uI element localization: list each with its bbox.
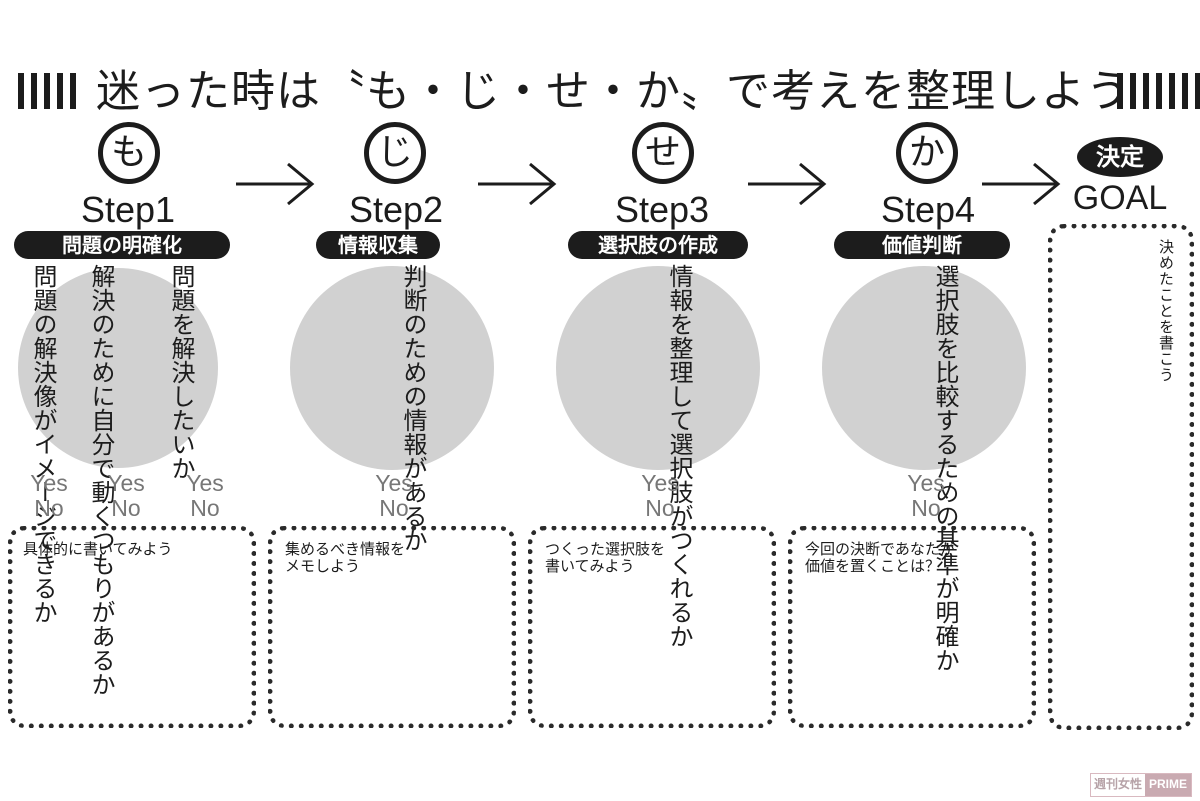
watermark-text-1: 週刊女性 [1091, 774, 1146, 796]
step1-answer-3: Yes No [175, 471, 235, 521]
step1-label: Step1 [80, 189, 176, 230]
yes-label: Yes [30, 470, 68, 496]
step4-memo-prompt: 今回の決断であなたが 価値を置くことは？ [805, 540, 955, 575]
arrow-right-icon [236, 162, 315, 206]
step1-question-2: 解決のために自分で動くつもりがあるか [87, 264, 115, 696]
no-label: No [190, 495, 220, 521]
watermark-logo: 週刊女性 PRIME [1090, 773, 1193, 797]
step4-label: Step4 [880, 189, 976, 230]
step1-memo-prompt: 具体的に書いてみよう [23, 540, 173, 558]
watermark-text-2: PRIME [1145, 774, 1192, 796]
step2-memo-box[interactable]: 集めるべき情報を メモしよう [268, 526, 516, 728]
step1-answer-1: Yes No [19, 471, 79, 521]
yes-label: Yes [186, 470, 224, 496]
step1-kana-badge: も [98, 122, 160, 184]
step4-answer: Yes No [896, 471, 956, 521]
step4-disc [822, 266, 1026, 470]
step2-kana-badge: じ [364, 122, 426, 184]
decision-badge: 決定 [1077, 137, 1163, 177]
arrow-right-icon [478, 162, 557, 206]
no-label: No [111, 495, 141, 521]
no-label: No [645, 495, 675, 521]
arrow-right-icon [748, 162, 827, 206]
yes-label: Yes [641, 470, 679, 496]
step2-label: Step2 [348, 189, 444, 230]
step4-heading: 価値判断 [834, 231, 1010, 259]
no-label: No [379, 495, 409, 521]
step1-heading: 問題の明確化 [14, 231, 230, 259]
step2-disc [290, 266, 494, 470]
goal-memo-prompt: 決めたことを書こう [1157, 239, 1175, 383]
yes-label: Yes [375, 470, 413, 496]
step3-memo-box[interactable]: つくった選択肢を 書いてみよう [528, 526, 776, 728]
step3-label: Step3 [614, 189, 710, 230]
step1-memo-box[interactable]: 具体的に書いてみよう [8, 526, 256, 728]
step3-memo-prompt: つくった選択肢を 書いてみよう [545, 540, 666, 575]
yes-label: Yes [107, 470, 145, 496]
step3-heading: 選択肢の作成 [568, 231, 748, 259]
page-title: 迷った時は〝も・じ・せ・か〟で考えを整理しよう [96, 66, 1131, 117]
step1-question-1: 問題を解決したいか [167, 264, 195, 480]
step4-question: 選択肢を比較するための基準が明確か [931, 264, 959, 672]
step3-answer: Yes No [630, 471, 690, 521]
yes-label: Yes [907, 470, 945, 496]
step1-disc [18, 268, 218, 468]
goal-memo-box[interactable]: 決めたことを書こう [1048, 224, 1194, 730]
title-bars-right [1117, 73, 1200, 109]
step3-kana-badge: せ [632, 122, 694, 184]
no-label: No [34, 495, 64, 521]
step4-memo-box[interactable]: 今回の決断であなたが 価値を置くことは？ [788, 526, 1036, 728]
step4-kana-badge: か [896, 122, 958, 184]
step2-memo-prompt: 集めるべき情報を メモしよう [285, 540, 406, 575]
arrow-right-icon [982, 162, 1061, 206]
step1-question-3: 問題の解決像がイメージできるか [29, 264, 57, 624]
title-bars-left [18, 73, 76, 109]
step2-answer: Yes No [364, 471, 424, 521]
no-label: No [911, 495, 941, 521]
step2-heading: 情報収集 [316, 231, 440, 259]
step2-question: 判断のための情報があるか [399, 264, 427, 552]
step3-disc [556, 266, 760, 470]
step3-question: 情報を整理して選択肢がつくれるか [665, 264, 693, 648]
step1-answer-2: Yes No [96, 471, 156, 521]
goal-label: GOAL [1072, 179, 1168, 217]
